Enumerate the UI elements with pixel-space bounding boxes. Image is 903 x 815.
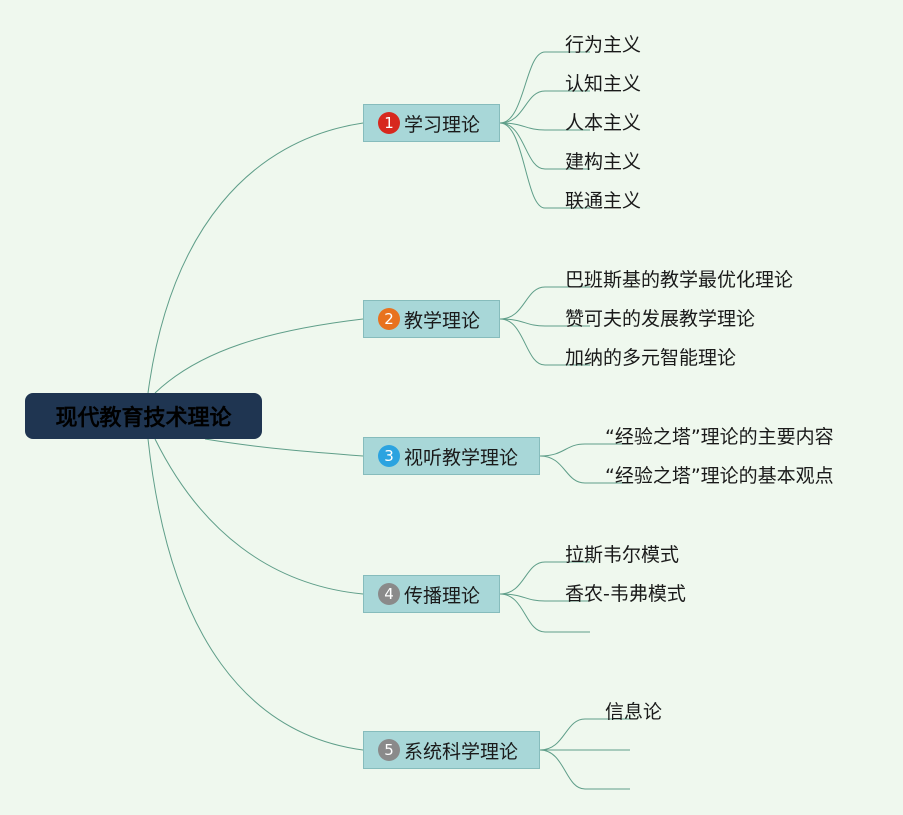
leaf-connector-4-1 bbox=[499, 561, 590, 595]
leaf-zankov-development[interactable]: 赞可夫的发展教学理论 bbox=[565, 308, 756, 330]
branch-label: 传播理论 bbox=[404, 584, 481, 607]
leaf-connectivism[interactable]: 联通主义 bbox=[565, 190, 642, 212]
branch-communication-theory[interactable]: 4 传播理论 bbox=[363, 575, 500, 613]
branch-audiovisual-theory[interactable]: 3 视听教学理论 bbox=[363, 437, 540, 475]
leaf-connector-3-2 bbox=[539, 455, 630, 484]
leaf-cone-basic-views[interactable]: “经验之塔”理论的基本观点 bbox=[605, 465, 834, 487]
root-topic-label: 现代教育技术理论 bbox=[55, 406, 232, 431]
branch-learning-theory[interactable]: 1 学习理论 bbox=[363, 104, 500, 142]
leaf-babansky-optimization[interactable]: 巴班斯基的教学最优化理论 bbox=[565, 269, 794, 291]
root-connector-5 bbox=[147, 438, 364, 751]
leaf-behaviorism[interactable]: 行为主义 bbox=[565, 34, 642, 56]
leaf-shannon-weaver-model[interactable]: 香农-韦弗模式 bbox=[565, 583, 686, 605]
leaf-gardner-multiple-intelligences[interactable]: 加纳的多元智能理论 bbox=[565, 347, 737, 369]
leaf-information-theory[interactable]: 信息论 bbox=[605, 701, 663, 723]
branch-label: 视听教学理论 bbox=[404, 446, 519, 469]
leaf-connector-1-2 bbox=[499, 90, 590, 124]
leaf-connector-3-1 bbox=[539, 443, 630, 457]
root-connector-2 bbox=[154, 318, 364, 394]
branch-label: 学习理论 bbox=[404, 113, 481, 136]
leaf-constructivism[interactable]: 建构主义 bbox=[565, 151, 642, 173]
leaf-connector-2-3 bbox=[499, 318, 590, 366]
root-topic[interactable]: 现代教育技术理论 bbox=[25, 393, 262, 439]
leaf-connector-2-1 bbox=[499, 286, 590, 320]
leaf-lasswell-model[interactable]: 拉斯韦尔模式 bbox=[565, 544, 680, 566]
leaf-connector-4-2 bbox=[499, 593, 590, 602]
leaf-cognitivism[interactable]: 认知主义 bbox=[565, 73, 642, 95]
leaf-connector-5-3 bbox=[539, 749, 630, 790]
leaf-connector-1-1 bbox=[499, 51, 590, 124]
number-badge-4: 4 bbox=[378, 583, 400, 605]
number-badge-5: 5 bbox=[378, 739, 400, 761]
leaf-connector-1-5 bbox=[499, 122, 590, 209]
leaf-connector-1-3 bbox=[499, 122, 590, 131]
branch-systems-science-theory[interactable]: 5 系统科学理论 bbox=[363, 731, 540, 769]
number-badge-1: 1 bbox=[378, 112, 400, 134]
leaf-connector-2-2 bbox=[499, 318, 590, 327]
leaf-cone-main-content[interactable]: “经验之塔”理论的主要内容 bbox=[605, 426, 834, 448]
branch-label: 教学理论 bbox=[404, 309, 481, 332]
number-badge-3: 3 bbox=[378, 445, 400, 467]
branch-label: 系统科学理论 bbox=[404, 740, 519, 763]
leaf-connector-1-4 bbox=[499, 122, 590, 170]
number-badge-2: 2 bbox=[378, 308, 400, 330]
root-connector-4 bbox=[154, 438, 364, 595]
root-connector-1 bbox=[147, 122, 364, 394]
leaf-humanism[interactable]: 人本主义 bbox=[565, 112, 642, 134]
branch-teaching-theory[interactable]: 2 教学理论 bbox=[363, 300, 500, 338]
leaf-connector-5-1 bbox=[539, 718, 630, 751]
leaf-connector-4-3 bbox=[499, 593, 590, 633]
root-connector-3 bbox=[204, 438, 364, 457]
